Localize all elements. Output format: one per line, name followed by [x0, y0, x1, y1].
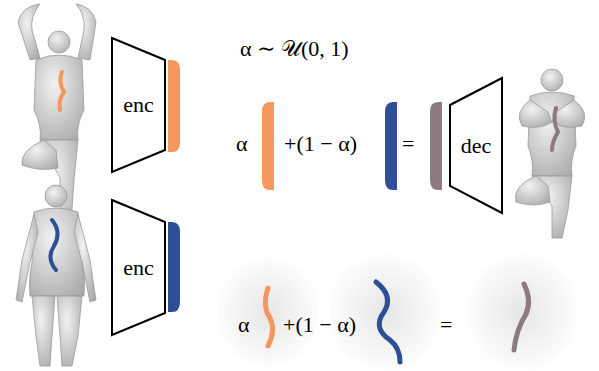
latent-code: [430, 102, 442, 190]
encoder-trapezoid: enc: [112, 200, 165, 335]
block-label: enc: [123, 255, 154, 281]
orange-curve: [60, 72, 65, 110]
encoder-trapezoid: enc: [112, 38, 165, 172]
orange-curve: [265, 288, 272, 346]
purple-curve: [514, 284, 529, 350]
body-mesh: [18, 4, 96, 236]
blue-curve: [50, 220, 57, 270]
math-term: +(1 − α): [284, 131, 357, 157]
body-mesh: [515, 69, 584, 238]
latent-code: [385, 102, 397, 190]
formula: α ∼ 𝒰(0, 1): [240, 36, 349, 62]
math-term: α: [238, 312, 250, 338]
latent-code: [168, 60, 180, 152]
blue-curve: [376, 282, 400, 362]
body-mesh: [16, 185, 96, 366]
math-term: α: [236, 131, 248, 157]
math-term: =: [402, 131, 414, 157]
math-term: +(1 − α): [283, 312, 356, 338]
purple-curve: [552, 108, 558, 150]
math-term: =: [440, 312, 452, 338]
chest-closeup: [467, 254, 577, 370]
block-label: dec: [461, 133, 492, 159]
latent-code: [262, 102, 274, 190]
block-label: enc: [123, 92, 154, 118]
decoder-trapezoid: dec: [450, 78, 502, 213]
latent-code: [168, 222, 180, 312]
